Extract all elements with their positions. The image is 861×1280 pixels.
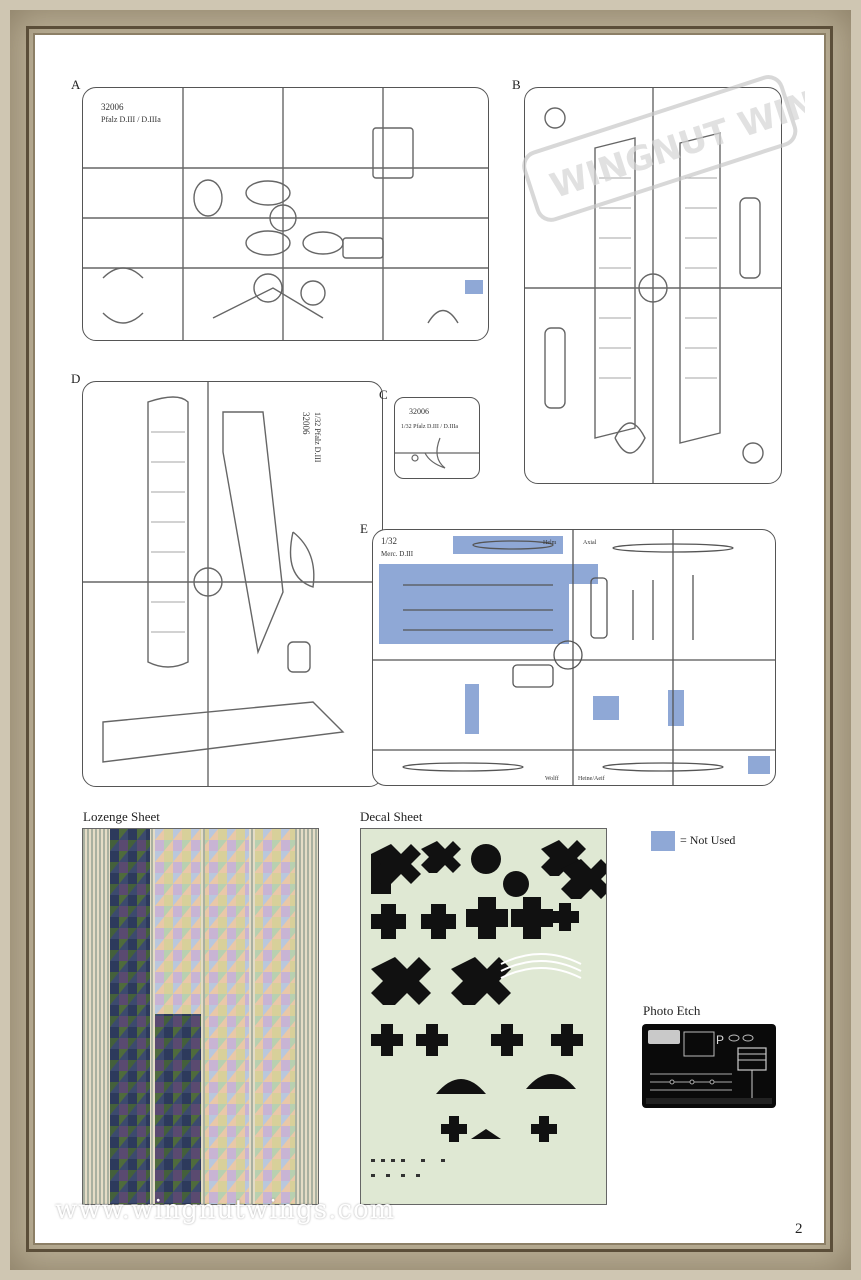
svg-text:P: P <box>716 1033 724 1047</box>
sprue-c-title: 1/32 Pfalz D.III / D.IIIa <box>401 423 458 430</box>
url-watermark: www.wingnutwings.com <box>55 1195 396 1225</box>
sprue-e-label: E <box>360 521 368 536</box>
lozenge-sheet-pattern <box>83 829 318 1204</box>
legend-not-used-label: = Not Used <box>680 833 736 847</box>
decal-sheet-markings <box>371 840 606 1177</box>
page-number: 2 <box>795 1221 803 1237</box>
photo-etch-title: Photo Etch <box>643 1003 701 1018</box>
photo-etch-fret: P <box>642 1024 776 1108</box>
sprue-d-title: 1/32 Pfalz D.III <box>313 412 322 463</box>
legend-not-used-swatch <box>651 831 675 851</box>
sprue-c-parts: 32006 1/32 Pfalz D.III / D.IIIa <box>395 407 479 469</box>
sprue-c-label: C <box>379 387 388 402</box>
sprue-e-tag-3: Wolff <box>545 775 559 782</box>
photo-etch-parts: P <box>646 1030 772 1104</box>
sprue-e-tag-2: Axial <box>583 540 597 546</box>
decal-sheet <box>360 828 607 1205</box>
sprue-e-title: Merc. D.III <box>381 550 414 558</box>
lozenge-sheet <box>82 828 319 1205</box>
sprue-a: 32006 Pfalz D.III / D.IIIa <box>82 87 489 341</box>
sprue-e-tag-1: Helm <box>543 540 557 546</box>
decal-sheet-title: Decal Sheet <box>360 809 423 824</box>
sprue-a-title: Pfalz D.III / D.IIIa <box>101 115 161 124</box>
page-border-line <box>26 26 833 1252</box>
sprue-e-tag-4: Heine/Aeif <box>578 775 605 782</box>
sprue-d-code: 32006 <box>301 412 311 435</box>
sprue-a-parts: 32006 Pfalz D.III / D.IIIa <box>83 88 488 340</box>
sprue-a-not-used-part <box>465 280 483 294</box>
sprue-d-parts: 32006 1/32 Pfalz D.III <box>83 382 382 786</box>
lozenge-sheet-title: Lozenge Sheet <box>83 809 160 824</box>
sprue-e-not-used-parts <box>379 536 770 774</box>
sprue-e: 1/32 Merc. D.III Helm Axial Wolff Heine/… <box>372 529 776 786</box>
sprue-b-label: B <box>512 77 521 92</box>
sprue-e-code: 1/32 <box>381 536 397 546</box>
instruction-page: A 32006 <box>33 33 826 1245</box>
sprue-c: 32006 1/32 Pfalz D.III / D.IIIa <box>394 397 480 479</box>
sprue-b <box>524 87 782 484</box>
sprue-a-label: A <box>71 77 81 92</box>
sprue-d-label: D <box>71 371 81 386</box>
sprue-e-parts: 1/32 Merc. D.III Helm Axial Wolff Heine/… <box>373 530 775 785</box>
sprue-a-code: 32006 <box>101 102 124 112</box>
sprue-c-code: 32006 <box>409 407 429 416</box>
sprue-b-parts <box>525 88 781 483</box>
sprue-d: 32006 1/32 Pfalz D.III <box>82 381 383 787</box>
brand-watermark: WINGNUT WINGS <box>522 67 805 222</box>
